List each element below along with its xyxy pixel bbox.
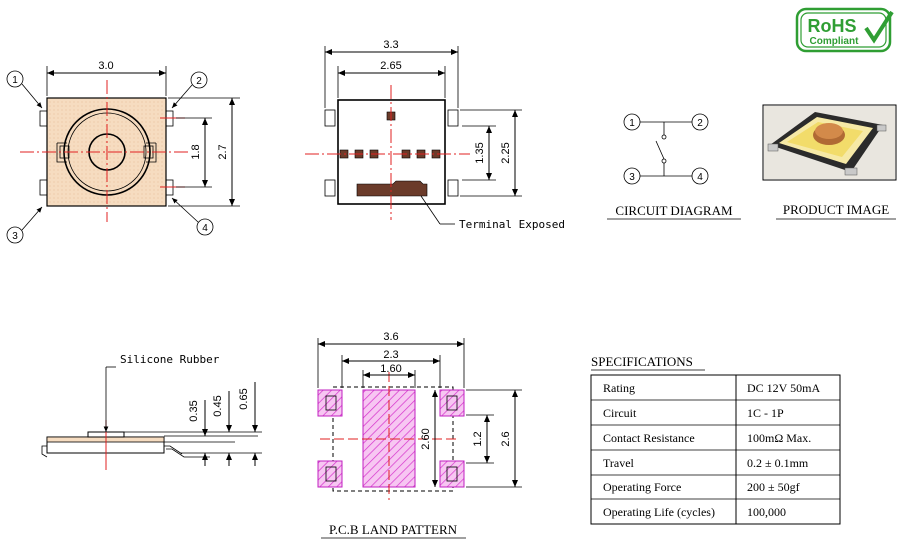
terminal-inner-width-dim: 2.65 xyxy=(380,60,401,72)
spec-circuit-value: 1C - 1P xyxy=(747,406,784,420)
spec-rating-value: DC 12V 50mA xyxy=(747,381,820,395)
rohs-logo: RoHS Compliant xyxy=(795,7,894,53)
pin-3-label: 3 xyxy=(12,231,18,242)
terminal-height-dim: 2.25 xyxy=(500,142,512,163)
spec-travel-value: 0.2 ± 0.1mm xyxy=(747,456,809,470)
spec-rating-label: Rating xyxy=(603,381,635,395)
circuit-diagram: 1 2 3 4 CIRCUIT DIAGRAM xyxy=(607,113,741,220)
land-outer-width-dim: 3.6 xyxy=(383,331,398,343)
side-dim-065: 0.65 xyxy=(238,388,250,409)
top-width-dim: 3.0 xyxy=(98,60,113,72)
pin-2-label: 2 xyxy=(196,76,202,87)
circuit-pin-1: 1 xyxy=(629,118,635,129)
terminal-exposed-note: Terminal Exposed xyxy=(459,218,565,231)
land-pitch-dim: 1.2 xyxy=(472,431,484,446)
spec-life-label: Operating Life (cycles) xyxy=(603,505,715,519)
spec-life-value: 100,000 xyxy=(747,505,786,519)
pin-4-label: 4 xyxy=(202,223,208,234)
circuit-caption: CIRCUIT DIAGRAM xyxy=(615,203,733,218)
terminal-width-dim: 3.3 xyxy=(383,39,398,51)
land-inner-height-dim: 2.60 xyxy=(420,428,432,449)
side-dim-035: 0.35 xyxy=(188,400,200,421)
product-caption: PRODUCT IMAGE xyxy=(783,202,889,217)
land-mid-width-dim: 2.3 xyxy=(383,349,398,361)
spec-circuit-label: Circuit xyxy=(603,406,637,420)
top-height-dim: 2.7 xyxy=(217,144,229,159)
circuit-pin-4: 4 xyxy=(697,172,703,183)
land-inner-width-dim: 1.60 xyxy=(380,363,401,375)
pin-1-label: 1 xyxy=(12,75,18,86)
silicone-rubber-label: Silicone Rubber xyxy=(120,353,220,366)
specs-title: SPECIFICATIONS xyxy=(591,354,693,369)
spec-force-label: Operating Force xyxy=(603,480,681,494)
spec-resistance-value: 100mΩ Max. xyxy=(747,431,811,445)
land-pattern-caption: P.C.B LAND PATTERN xyxy=(329,522,458,537)
spec-resistance-label: Contact Resistance xyxy=(603,431,695,445)
side-dim-045: 0.45 xyxy=(212,395,224,416)
spec-travel-label: Travel xyxy=(603,456,635,470)
rohs-title: RoHS xyxy=(808,16,857,36)
rohs-subtitle: Compliant xyxy=(810,36,860,47)
land-height-dim: 2.6 xyxy=(500,431,512,446)
terminal-view: 3.3 2.65 1.35 2.25 Terminal Exposed xyxy=(305,39,565,231)
top-pitch-dim: 1.8 xyxy=(190,144,202,159)
top-view: 3.0 1.8 2.7 1 2 3 4 xyxy=(6,60,240,244)
specs-table: SPECIFICATIONS Rating DC 12V 50mA Circui… xyxy=(590,354,841,525)
product-image: PRODUCT IMAGE xyxy=(762,104,897,220)
land-pattern: 3.6 2.3 1.60 2.60 1.2 2.6 P.C.B LAND PAT… xyxy=(317,331,522,539)
spec-force-value: 200 ± 50gf xyxy=(747,480,800,494)
circuit-pin-2: 2 xyxy=(697,118,703,129)
circuit-pin-3: 3 xyxy=(629,172,635,183)
checkmark-icon xyxy=(864,10,894,44)
terminal-pitch-dim: 1.35 xyxy=(474,142,486,163)
side-view: Silicone Rubber 0.35 0.45 0.65 xyxy=(41,353,262,470)
